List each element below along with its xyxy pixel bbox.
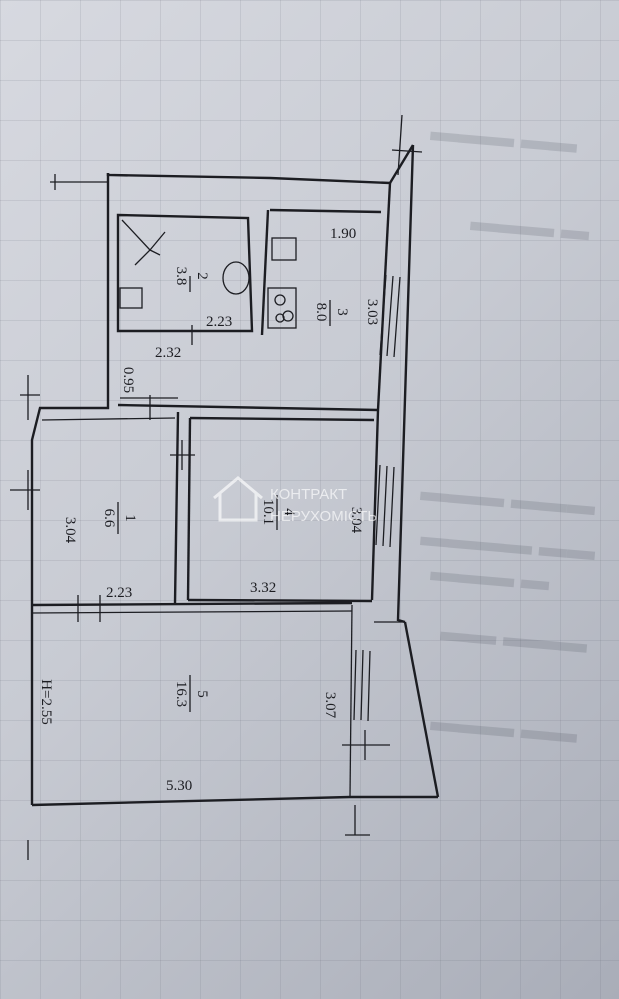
fixtures	[119, 219, 297, 329]
house-logo-icon	[213, 476, 263, 522]
burner-icon	[282, 310, 294, 322]
room-4-bottom: 3.32	[250, 580, 276, 596]
svg-text:▬▬▬ ▬▬▬: ▬▬▬ ▬▬▬	[419, 476, 596, 522]
room-2-number: 2	[194, 272, 210, 280]
corridor-width: 2.32	[155, 345, 181, 361]
corridor-depth: 0.95	[120, 367, 136, 393]
interior-walls	[31, 208, 382, 614]
watermark: КОНТРАКТ НЕРУХОМІСТЬ	[213, 476, 377, 525]
stove-icon	[267, 287, 297, 329]
room-5-area: 16.3	[173, 681, 189, 707]
room-4-side: 3.04	[348, 507, 364, 534]
room-1-number: 1	[122, 514, 138, 522]
room-5-side: 3.07	[322, 692, 338, 719]
room-3-side: 3.03	[364, 299, 380, 325]
room-4-area: 10.1	[260, 499, 276, 525]
ceiling-height: H=2.55	[38, 679, 54, 725]
room-1-width: 2.23	[106, 585, 132, 601]
sink-icon	[119, 287, 143, 309]
room-5-number: 5	[194, 690, 210, 698]
kitchen-sink-icon	[271, 237, 297, 261]
svg-text:▬▬▬ ▬: ▬▬▬ ▬	[469, 206, 590, 247]
room-5-bottom: 5.30	[166, 778, 192, 794]
windows	[353, 274, 401, 722]
watermark-line-1: КОНТРАКТ	[270, 486, 347, 503]
svg-text:▬▬▬ ▬▬: ▬▬▬ ▬▬	[429, 706, 578, 750]
svg-text:▬▬ ▬▬▬: ▬▬ ▬▬▬	[439, 616, 588, 660]
burner-icon	[275, 313, 285, 323]
outer-walls	[30, 144, 440, 807]
svg-text:▬▬▬ ▬▬: ▬▬▬ ▬▬	[429, 116, 578, 160]
room-4-number: 4	[281, 508, 297, 516]
room-labels: 2 3.8 2.23 3 8.0 1.90 3.03 2.32 0.95 1 6…	[38, 226, 380, 794]
dimension-ticks	[10, 114, 423, 860]
room-2-width: 2.23	[206, 314, 232, 330]
shower-icon	[121, 219, 166, 266]
room-1-length: 3.04	[62, 517, 78, 544]
room-2-area: 3.8	[173, 267, 189, 286]
room-1-area: 6.6	[101, 509, 117, 528]
bleed-through-text: ▬▬▬ ▬▬ ▬▬▬ ▬ ▬▬▬ ▬▬▬ ▬▬▬▬ ▬▬ ▬▬▬ ▬ ▬▬ ▬▬…	[419, 116, 596, 750]
svg-text:▬▬▬ ▬: ▬▬▬ ▬	[429, 556, 550, 597]
room-3-area: 8.0	[313, 303, 329, 322]
burner-icon	[274, 294, 286, 306]
watermark-line-2: НЕРУХОМІСТЬ	[270, 508, 377, 525]
room-3-number: 3	[334, 308, 350, 316]
toilet-icon	[222, 261, 250, 295]
room-3-top: 1.90	[330, 226, 356, 242]
